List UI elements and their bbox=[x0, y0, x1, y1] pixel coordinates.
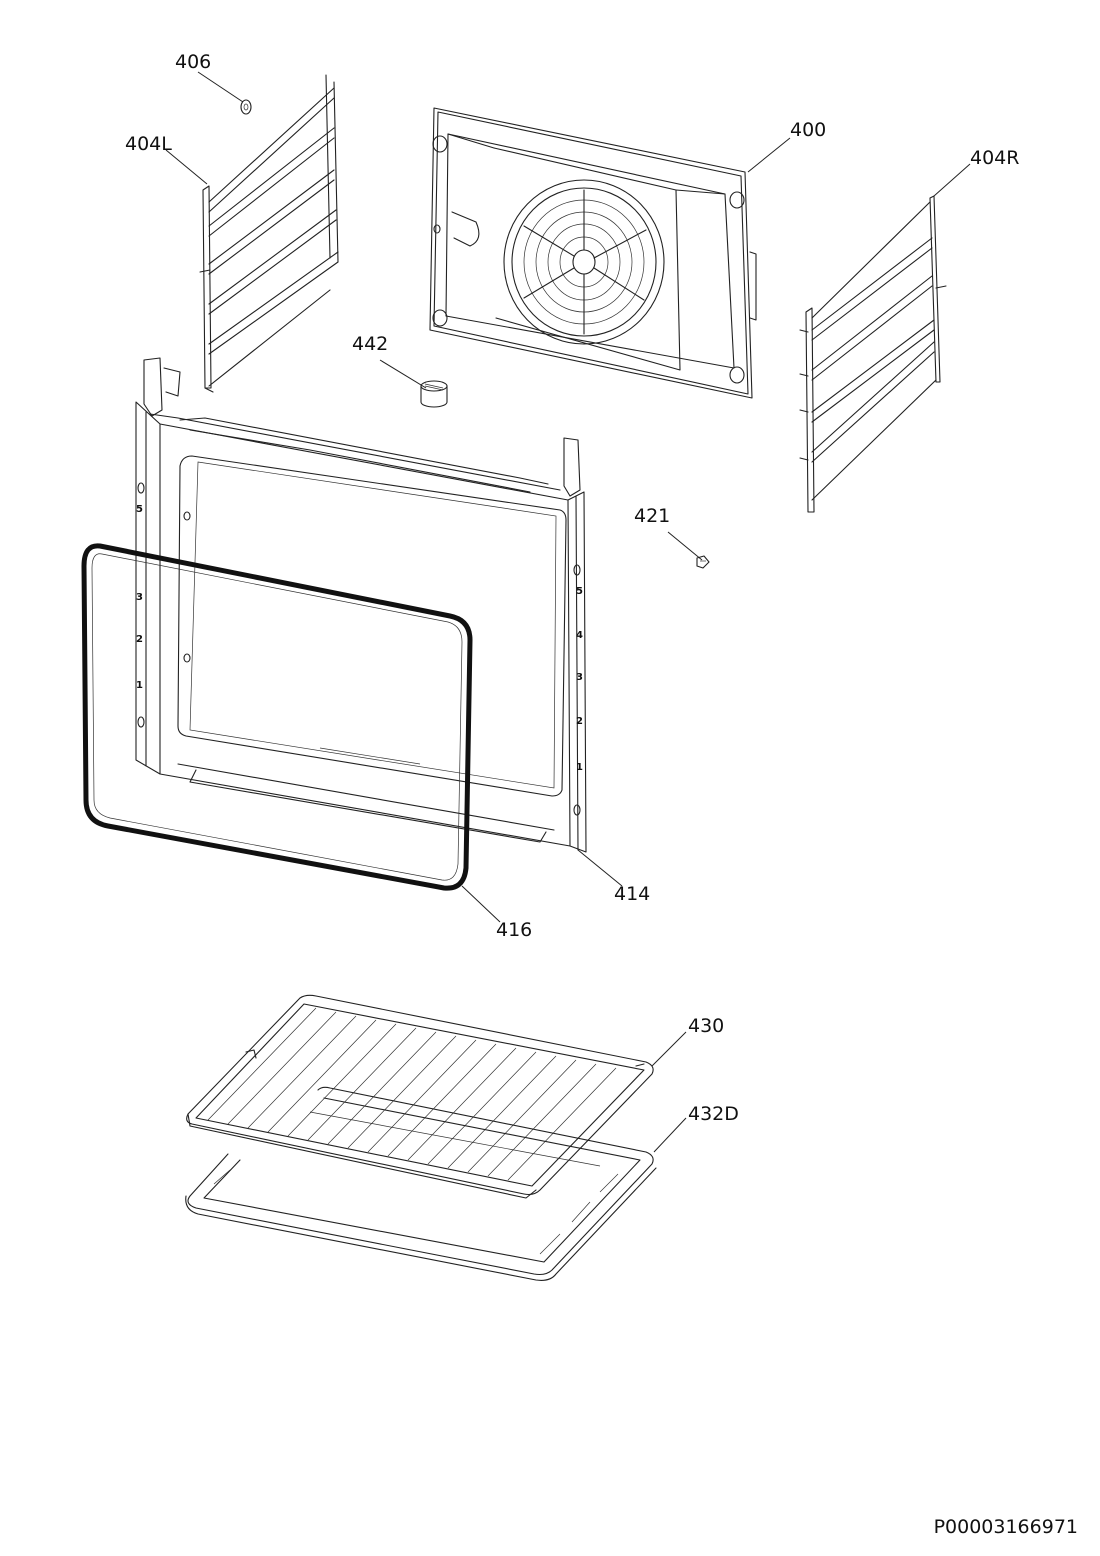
part-414-cavity-frame: 5 3 2 1 5 4 3 2 1 bbox=[135, 357, 587, 853]
part-432D-baking-tray bbox=[185, 1086, 657, 1281]
label-432D: 432D bbox=[688, 1103, 739, 1125]
right-level-3: 3 bbox=[576, 672, 583, 683]
left-level-5: 5 bbox=[136, 504, 143, 515]
left-level-1: 1 bbox=[136, 680, 143, 691]
label-406: 406 bbox=[175, 51, 211, 73]
right-level-2: 2 bbox=[576, 716, 583, 727]
part-416-door-gasket bbox=[81, 543, 473, 891]
label-404R: 404R bbox=[970, 147, 1019, 169]
part-labels: 406 404L 400 404R 442 421 414 416 430 43… bbox=[125, 51, 1019, 1125]
label-416: 416 bbox=[496, 919, 532, 941]
label-400: 400 bbox=[790, 119, 826, 141]
right-level-5: 5 bbox=[576, 586, 583, 597]
part-404R-right-shelf-support bbox=[799, 195, 947, 513]
part-406-knob bbox=[240, 99, 252, 115]
left-level-3: 3 bbox=[136, 592, 143, 603]
right-level-4: 4 bbox=[576, 630, 583, 641]
part-404L-left-shelf-support bbox=[199, 74, 339, 393]
right-level-1: 1 bbox=[576, 762, 583, 773]
part-400-back-panel bbox=[429, 107, 757, 399]
part-430-wire-shelf bbox=[186, 994, 654, 1199]
label-414: 414 bbox=[614, 883, 650, 905]
part-442-cylinder bbox=[420, 380, 448, 408]
left-level-2: 2 bbox=[136, 634, 143, 645]
label-442: 442 bbox=[352, 333, 388, 355]
label-404L: 404L bbox=[125, 133, 172, 155]
document-id: P00003166971 bbox=[933, 1516, 1078, 1538]
label-430: 430 bbox=[688, 1015, 724, 1037]
leader-lines bbox=[165, 71, 971, 1153]
label-421: 421 bbox=[634, 505, 670, 527]
